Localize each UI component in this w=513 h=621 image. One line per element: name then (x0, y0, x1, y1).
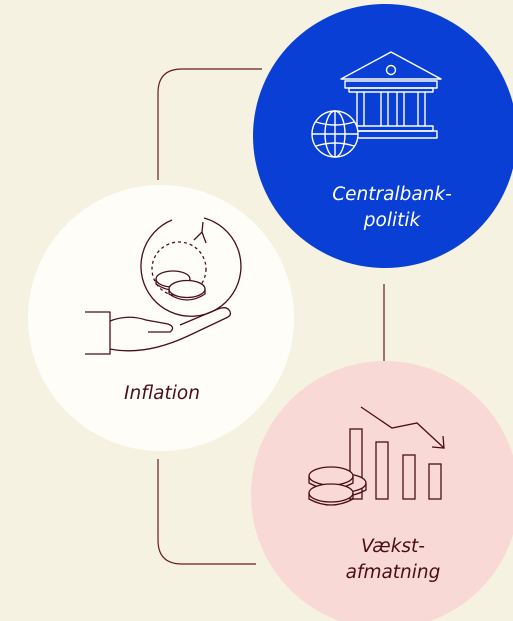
central-bank-label: Centralbank- politik (283, 182, 501, 234)
central-bank-label-line2: politik (363, 210, 421, 231)
coins-icon (155, 270, 206, 301)
node-central-bank (253, 4, 513, 268)
connector-central-to-inflation (157, 68, 262, 180)
growth-slowdown-label: Vækst- afmatning (285, 534, 501, 586)
declining-bars-icon (349, 428, 442, 500)
down-trend-arrow-icon (360, 406, 445, 449)
node-inflation (28, 185, 294, 451)
inflation-label: Inflation (124, 383, 200, 404)
globe-icon (311, 110, 359, 158)
growth-slowdown-label-line1: Vækst- (360, 536, 425, 557)
node-growth-slowdown (251, 361, 513, 621)
central-bank-label-line1: Centralbank- (332, 184, 452, 205)
growth-slowdown-label-line2: afmatning (345, 562, 441, 583)
coin-stack-icon (308, 466, 367, 506)
bank-building-icon (340, 51, 442, 139)
hand-icon (85, 307, 232, 355)
connector-inflation-to-growth (157, 459, 256, 565)
